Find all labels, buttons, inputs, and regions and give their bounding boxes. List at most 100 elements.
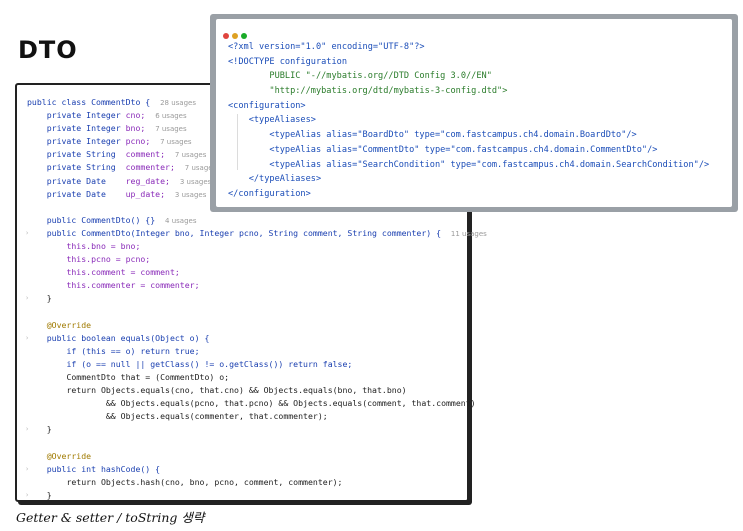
usage-hint: 7 usages [160, 138, 192, 147]
usage-hint: 11 usages [450, 229, 487, 238]
minimize-dot-icon[interactable] [232, 33, 238, 39]
code-line: › public boolean equals(Object o) { [25, 332, 467, 345]
code-line: if (this == o) return true; [27, 345, 467, 358]
xml-line: <typeAlias alias="CommentDto" type="com.… [228, 144, 658, 155]
statement: if (o == null || getClass() != o.getClas… [66, 358, 353, 369]
field-name: comment; [125, 149, 166, 160]
fold-marker[interactable]: › [25, 425, 30, 434]
code-line: this.comment = comment; [27, 266, 467, 279]
indent-guide [237, 114, 238, 170]
xml-line: </typeAliases> [228, 174, 322, 185]
statement: return Objects.equals(cno, that.cno) && … [66, 385, 407, 396]
xml-line: "http://mybatis.org/dtd/mybatis-3-config… [228, 86, 508, 97]
code-line: this.pcno = pcno; [27, 253, 467, 266]
equals-signature: public boolean equals(Object o) { [46, 332, 210, 343]
fold-marker[interactable]: › [25, 294, 30, 303]
code-line: @Override [27, 319, 467, 332]
code-line: CommentDto that = (CommentDto) o; [27, 371, 467, 384]
code-line: if (o == null || getClass() != o.getClas… [27, 358, 467, 371]
code-line: › public CommentDto(Integer bno, Integer… [25, 227, 487, 240]
statement: if (this == o) return true; [66, 345, 200, 356]
full-constructor: public CommentDto(Integer bno, Integer p… [46, 227, 442, 238]
code-line: this.commenter = commenter; [27, 279, 467, 292]
xml-line: <typeAlias alias="SearchCondition" type=… [228, 159, 710, 170]
blank-line [27, 436, 467, 449]
xml-line: <typeAlias alias="BoardDto" type="com.fa… [228, 130, 637, 141]
fold-marker[interactable]: › [25, 333, 30, 342]
usage-hint: 7 usages [184, 164, 217, 173]
code-line: private Integer cno; 6 usages [27, 109, 467, 122]
usage-hint: 6 usages [155, 112, 187, 121]
code-line: private Date reg_date; 3 usages [27, 175, 467, 188]
field-name: reg_date; [125, 175, 170, 186]
field-name: pcno; [125, 136, 151, 147]
code-line: && Objects.equals(pcno, that.pcno) && Ob… [27, 397, 476, 410]
xml-line: <typeAliases> [228, 115, 316, 126]
xml-line: <?xml version="1.0" encoding="UTF-8"?> [228, 42, 425, 52]
field-name: bno; [125, 123, 146, 134]
fold-marker[interactable]: › [25, 490, 30, 499]
field-type: private Integer [46, 136, 121, 147]
fold-marker[interactable]: › [25, 464, 30, 473]
xml-line: PUBLIC "-//mybatis.org//DTD Config 3.0//… [228, 71, 492, 82]
blank-line [27, 306, 467, 319]
code-line: public class CommentDto { 28 usages [27, 96, 467, 109]
statement: this.comment = comment; [66, 267, 180, 278]
code-line: this.bno = bno; [27, 240, 467, 253]
xml-editor: <?xml version="1.0" encoding="UTF-8"?> <… [216, 19, 732, 207]
statement: && Objects.equals(commenter, that.commen… [66, 411, 328, 422]
usage-hint: 3 usages [179, 177, 212, 186]
field-type: private String [46, 162, 121, 173]
code-line: return Objects.hash(cno, bno, pcno, comm… [27, 476, 467, 489]
xml-config-window: <?xml version="1.0" encoding="UTF-8"?> <… [210, 14, 738, 212]
fold-marker[interactable]: › [25, 228, 30, 237]
xml-line: </configuration> [228, 188, 311, 199]
usage-hint: 7 usages [174, 151, 207, 160]
brace: } [46, 489, 52, 500]
field-name: commenter; [125, 162, 175, 173]
usage-hint: 7 usages [155, 125, 187, 134]
code-line: › } [25, 489, 467, 502]
usage-hint: 28 usages [160, 99, 196, 107]
code-line: public CommentDto() {} 4 usages [27, 214, 467, 227]
annotation: @Override [46, 450, 92, 461]
statement: this.bno = bno; [66, 241, 141, 252]
code-line: @Override [27, 450, 467, 463]
field-name: up_date; [125, 188, 166, 199]
field-type: private Integer [46, 110, 121, 121]
hashcode-signature: public int hashCode() { [46, 463, 161, 474]
java-code: public class CommentDto { 28 usages priv… [25, 96, 487, 502]
field-type: private Date [46, 175, 121, 186]
code-line: private String comment; 7 usages [27, 148, 467, 161]
statement: this.pcno = pcno; [66, 254, 151, 265]
statement: this.commenter = commenter; [66, 280, 200, 291]
usage-hint: 4 usages [165, 216, 197, 225]
field-name: cno; [125, 110, 146, 121]
default-constructor: public CommentDto() {} [46, 214, 156, 225]
code-line: › public int hashCode() { [25, 463, 467, 476]
page-title: DTO [18, 36, 78, 64]
statement: CommentDto that = (CommentDto) o; [66, 371, 230, 382]
code-line: return Objects.equals(cno, that.cno) && … [27, 384, 467, 397]
code-line: private Integer pcno; 7 usages [27, 135, 467, 148]
code-line: private Integer bno; 7 usages [27, 122, 467, 135]
xml-code: <?xml version="1.0" encoding="UTF-8"?> <… [228, 40, 732, 202]
xml-line: <configuration> [228, 100, 306, 111]
field-type: private Integer [46, 123, 121, 134]
field-type: private Date [46, 188, 121, 199]
close-dot-icon[interactable] [223, 33, 229, 39]
code-line: && Objects.equals(commenter, that.commen… [27, 410, 467, 423]
statement: && Objects.equals(pcno, that.pcno) && Ob… [66, 398, 476, 409]
class-declaration: public class CommentDto { [27, 97, 151, 107]
field-type: private String [46, 149, 121, 160]
brace: } [46, 293, 52, 304]
code-line: private String commenter; 7 usages [27, 161, 467, 174]
code-line: › } [25, 292, 467, 305]
maximize-dot-icon[interactable] [241, 33, 247, 39]
code-line: › } [25, 423, 467, 436]
xml-line: <!DOCTYPE configuration [228, 56, 347, 67]
usage-hint: 3 usages [174, 190, 207, 199]
brace: } [46, 424, 52, 435]
window-controls [223, 24, 250, 39]
annotation: @Override [46, 319, 92, 330]
